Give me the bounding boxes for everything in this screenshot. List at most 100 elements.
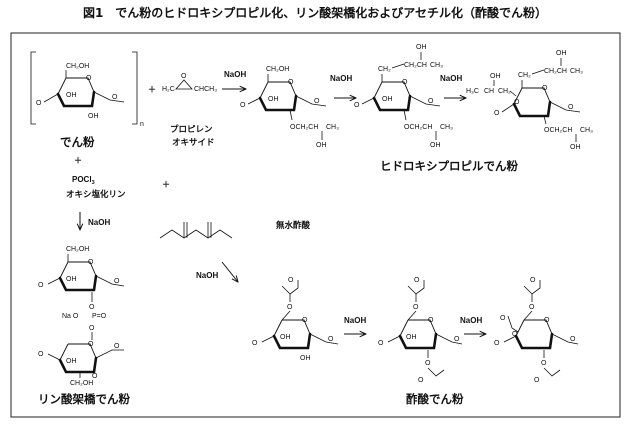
acetyl-group-bottom — [427, 367, 445, 377]
oh-group-c3: OH — [66, 92, 77, 99]
ester-oxygen: O — [529, 304, 535, 311]
oh-group-c2: OH — [88, 113, 99, 120]
oh-left-substituent: OH — [490, 73, 501, 80]
glycosidic-oxygen-right: O — [114, 278, 120, 285]
ch3-top: CH₃ — [430, 62, 443, 69]
ester-oxygen: O — [287, 304, 293, 311]
och2ch-group: OCH₂CH — [290, 124, 318, 131]
reagent-naoh-down: NaOH — [88, 218, 110, 227]
ring-oxygen: O — [428, 317, 434, 324]
ch2oh-group: CH₂OH — [66, 63, 89, 70]
label-acetic-anhydride: 無水酢酸 — [276, 220, 311, 231]
acetyl-group-top — [407, 280, 425, 295]
glycosidic-oxygen-left: O — [494, 110, 500, 117]
hydroxyl-top: OH — [416, 44, 427, 51]
oh-group-c3: OH — [406, 334, 417, 341]
reagent-naoh-2: NaOH — [330, 74, 352, 83]
hydroxyl-top: OH — [556, 50, 567, 57]
acetyl-o-bottom: O — [534, 377, 540, 384]
label-acetyl-starch: 酢酸でん粉 — [406, 392, 464, 406]
oh-upper: OH — [66, 276, 77, 283]
repeat-count-n: n — [140, 121, 144, 128]
oh-group-c3: OH — [280, 334, 291, 341]
ch2-bond — [407, 310, 417, 321]
figure-frame — [10, 32, 621, 418]
hydroxypropyl-disubstituted: O CH₂ CH₂CH CH₃ OH OH O O OCH₂CH CH₃ OH — [354, 44, 453, 149]
label-hydroxypropyl-starch: ヒドロキシプロピルでん粉 — [380, 159, 518, 173]
reagent-naoh-3: NaOH — [440, 74, 462, 83]
ether-bond-c3 — [509, 90, 517, 97]
plus-sign-1: ＋ — [148, 85, 156, 94]
hydroxypropyl-trisubstituted: O CH₂ CH₂CH CH₃ OH OH H₃C CH CH₂ O O O O… — [466, 50, 593, 151]
ch-left: CH — [484, 88, 494, 95]
glycosidic-bond-right — [93, 91, 125, 103]
glycosidic-oxygen-left: O — [38, 282, 44, 289]
ring-oxygen: O — [544, 317, 550, 324]
ch2-group: CH₂ — [378, 66, 391, 73]
epoxide-ring — [175, 79, 193, 90]
acetyl-group-c3 — [507, 315, 519, 333]
phosphate-oxygen-lower: O — [89, 325, 95, 332]
glycosidic-oxygen-right: O — [112, 94, 118, 101]
label-propylene-oxide-2: オキサイド — [172, 138, 215, 148]
plus-sign-3: ＋ — [162, 180, 170, 189]
hydroxypropyl-bond — [543, 115, 547, 125]
propylene-oxide: ＋ H₂C O CHCH₃ プロピレン オキサイド — [148, 73, 217, 148]
ether-bond-c6 — [531, 69, 545, 75]
glycosidic-oxygen-right: O — [568, 104, 574, 111]
oh-group-c3: OH — [268, 96, 279, 103]
ester-oxygen: O — [413, 304, 419, 311]
sodium-oxygen: Na O — [62, 313, 79, 320]
och2ch-group: OCH₂CH — [404, 124, 432, 131]
glycosidic-bond-right — [551, 333, 579, 345]
reaction-arrow-3: NaOH — [440, 74, 466, 98]
glycosidic-bond-left — [387, 335, 401, 343]
glycosidic-oxygen-left: O — [36, 100, 42, 107]
glycosidic-bond-right — [295, 95, 327, 107]
ring-oxygen: O — [86, 75, 92, 82]
acetyl-tri: O O O O O O O O O — [494, 277, 579, 384]
phosphoryl-chloride: POCl3 オキシ塩化リン — [66, 175, 126, 200]
propylene-oxide-h2c: H₂C — [162, 86, 175, 93]
glycosidic-bond-right — [549, 101, 581, 113]
acetyl-o-top: O — [288, 277, 294, 284]
glycosidic-oxygen-left: O — [494, 340, 500, 347]
oh-lower: OH — [66, 358, 77, 365]
ring-oxygen: O — [542, 85, 548, 92]
glycosidic-bond-left — [501, 103, 515, 113]
polymer-bracket-right — [132, 51, 138, 125]
oh-group-c2: OH — [300, 355, 311, 362]
phosphate-crosslinked-structure: O CH₂OH OH O O O Na O P=O O O OH O O CH₂… — [38, 246, 125, 387]
arrow-line-diagonal — [221, 261, 238, 282]
propylene-oxide-o: O — [181, 73, 187, 80]
hydroxypropyl-bond — [403, 109, 407, 121]
label-starch: でん粉 — [60, 135, 95, 149]
glycosidic-oxygen-right: O — [428, 98, 434, 105]
ch2oh-upper: CH₂OH — [66, 246, 89, 253]
ch3-top: CH₃ — [570, 68, 583, 75]
ring-oxygen: O — [88, 259, 94, 266]
hydroxyl-group: OH — [570, 144, 581, 151]
glycosidic-bond-right — [309, 333, 339, 345]
phosphate-oxygen-upper: O — [89, 304, 95, 311]
reaction-arrow-diagonal: NaOH — [196, 261, 238, 282]
o-ch2ch-chain: CH₂CH — [404, 62, 427, 69]
glycosidic-bond-right — [409, 95, 441, 107]
och2ch-group: OCH₂CH — [544, 127, 572, 134]
glycosidic-bond-left — [261, 335, 275, 343]
glycosidic-bond-right — [95, 275, 125, 287]
reaction-arrow-1: NaOH — [222, 70, 246, 89]
glycosidic-bond-left — [503, 335, 517, 343]
glycosidic-oxygen-left: O — [38, 351, 44, 358]
glycosidic-bond-left — [43, 93, 59, 103]
glycosidic-oxygen-right: O — [314, 98, 320, 105]
ring-oxygen: O — [402, 79, 408, 86]
glycosidic-bond-left — [47, 353, 61, 361]
figure-title: 図1 でん粉のヒドロキシプロピル化、リン酸架橋化およびアセチル化（酢酸でん粉） — [83, 5, 547, 20]
hydroxypropyl-intermediate: O CH₂OH OH O O OCH₂CH CH₃ OH — [240, 66, 339, 149]
polymer-bracket-left — [30, 51, 36, 125]
label-propylene-oxide-1: プロピレン — [170, 124, 213, 135]
acetyl-o-top: O — [530, 277, 536, 284]
anhydride-skeleton — [159, 229, 233, 239]
